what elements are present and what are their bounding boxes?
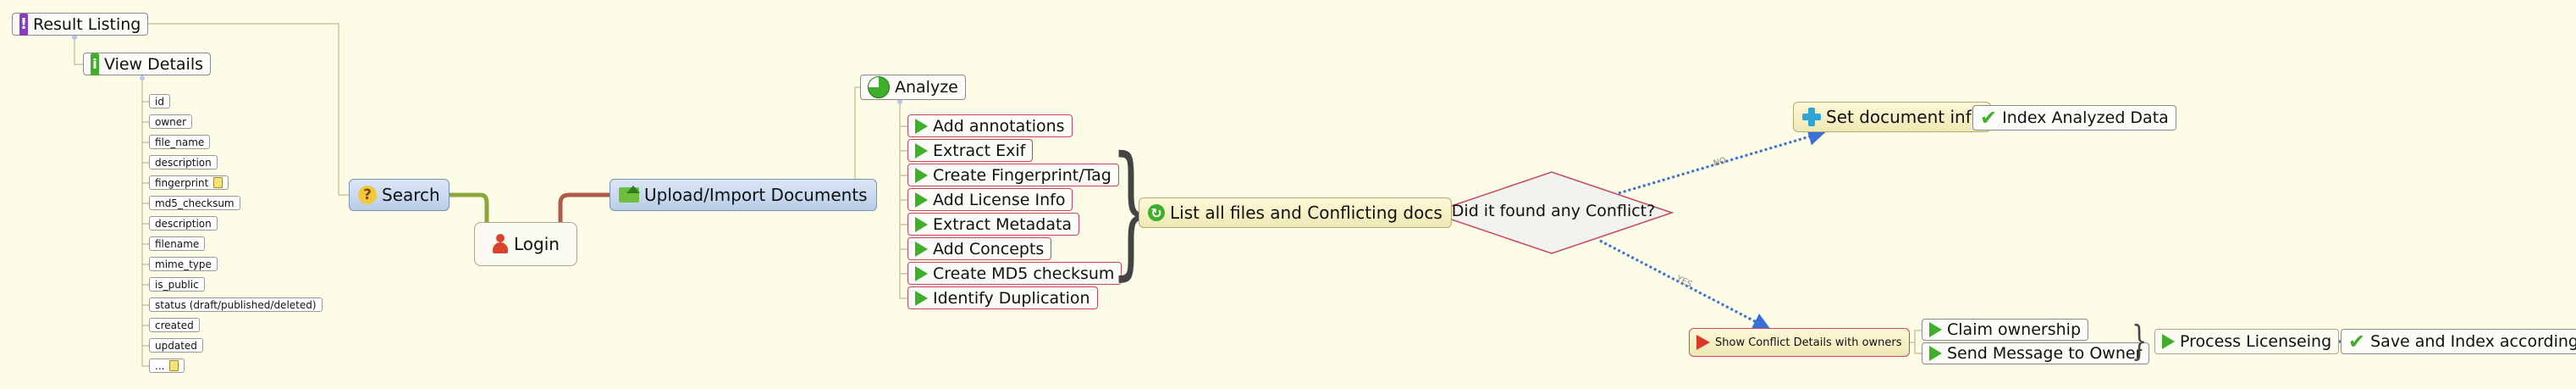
green-arrow-icon — [1929, 346, 1942, 361]
green-arrow-icon — [915, 118, 928, 134]
set-document-info-node[interactable]: Set document info — [1793, 102, 1991, 132]
upload-label: Upload/Import Documents — [644, 185, 868, 205]
exclamation-icon: ! — [19, 13, 28, 36]
green-arrow-icon — [915, 192, 928, 208]
person-icon — [492, 234, 509, 254]
question-icon: ? — [358, 186, 377, 204]
login-label: Login — [514, 234, 560, 254]
search-label: Search — [382, 185, 440, 205]
step-item[interactable]: Add Concepts — [907, 237, 1052, 260]
field-item[interactable]: updated — [149, 338, 203, 353]
green-arrow-icon — [1929, 322, 1942, 337]
step-item[interactable]: Extract Metadata — [907, 213, 1080, 236]
step-item[interactable]: Add annotations — [907, 114, 1073, 137]
send-message-node[interactable]: Send Message to Owner — [1922, 342, 2150, 364]
result-listing-node[interactable]: ! Result Listing — [12, 13, 149, 36]
field-item[interactable]: ... — [149, 358, 185, 373]
field-item[interactable]: filename — [149, 236, 206, 251]
field-item[interactable]: id — [149, 94, 170, 108]
note-icon — [169, 360, 179, 371]
send-message-label: Send Message to Owner — [1947, 344, 2143, 363]
green-arrow-icon — [915, 241, 928, 257]
analyze-label: Analyze — [895, 78, 958, 97]
field-item[interactable]: mime_type — [149, 257, 218, 271]
green-arrow-icon — [915, 265, 928, 281]
claim-ownership-node[interactable]: Claim ownership — [1922, 319, 2089, 341]
upload-node[interactable]: Upload/Import Documents — [610, 179, 877, 211]
set-document-info-label: Set document info — [1826, 107, 1982, 127]
result-listing-label: Result Listing — [33, 14, 141, 34]
field-item[interactable]: md5_checksum — [149, 196, 240, 210]
list-conflicts-label: List all files and Conflicting docs — [1170, 203, 1442, 223]
field-item[interactable]: created — [149, 318, 200, 332]
note-icon — [213, 177, 223, 188]
checkmark-icon: ✔ — [2348, 330, 2366, 353]
folder-upload-icon — [619, 186, 640, 203]
decision-label: Did it found any Conflict? — [1451, 202, 1656, 220]
green-arrow-icon — [915, 142, 928, 158]
show-conflict-node[interactable]: Show Conflict Details with owners — [1689, 328, 1910, 357]
claim-ownership-label: Claim ownership — [1947, 320, 2082, 339]
field-item[interactable]: is_public — [149, 277, 205, 292]
step-item[interactable]: Extract Exif — [907, 139, 1034, 162]
green-arrow-icon — [915, 167, 928, 183]
pie-progress-icon — [868, 76, 890, 98]
list-conflicts-node[interactable]: ↻ List all files and Conflicting docs — [1139, 197, 1452, 228]
save-index-node[interactable]: ✔ Save and Index accordingly — [2341, 329, 2576, 354]
step-item[interactable]: Create MD5 checksum — [907, 262, 1123, 285]
field-item[interactable]: status (draft/published/deleted) — [149, 297, 323, 312]
green-arrow-icon — [915, 290, 928, 306]
plus-icon — [1802, 108, 1821, 126]
process-licensing-label: Process Licenseing — [2180, 332, 2332, 351]
field-item[interactable]: fingerprint — [149, 175, 229, 190]
field-item[interactable]: description — [149, 216, 218, 231]
red-flag-icon — [1696, 335, 1710, 350]
step-item[interactable]: Identify Duplication — [907, 286, 1098, 309]
search-node[interactable]: ? Search — [349, 179, 450, 211]
index-analyzed-label: Index Analyzed Data — [2002, 108, 2169, 127]
show-conflict-label: Show Conflict Details with owners — [1715, 336, 1902, 349]
process-licensing-node[interactable]: Process Licenseing — [2154, 329, 2340, 354]
save-index-label: Save and Index accordingly — [2370, 332, 2576, 351]
field-item[interactable]: file_name — [149, 135, 211, 149]
checkmark-icon: ✔ — [1980, 106, 1998, 130]
info-icon: i — [91, 53, 99, 75]
field-item[interactable]: description — [149, 155, 218, 169]
step-item[interactable]: Add License Info — [907, 188, 1073, 211]
decision-node[interactable]: Did it found any Conflict? — [1431, 202, 1676, 224]
step-item[interactable]: Create Fingerprint/Tag — [907, 164, 1119, 186]
login-node[interactable]: Login — [474, 222, 577, 266]
analyze-node[interactable]: Analyze — [860, 75, 966, 100]
green-arrow-icon — [915, 216, 928, 232]
refresh-icon: ↻ — [1148, 204, 1165, 221]
index-analyzed-node[interactable]: ✔ Index Analyzed Data — [1972, 105, 2176, 131]
view-details-label: View Details — [104, 54, 203, 74]
group-brace-2: } — [2132, 317, 2148, 364]
field-item[interactable]: owner — [149, 114, 193, 129]
green-arrow-icon — [2162, 334, 2175, 349]
view-details-node[interactable]: i View Details — [83, 53, 211, 75]
